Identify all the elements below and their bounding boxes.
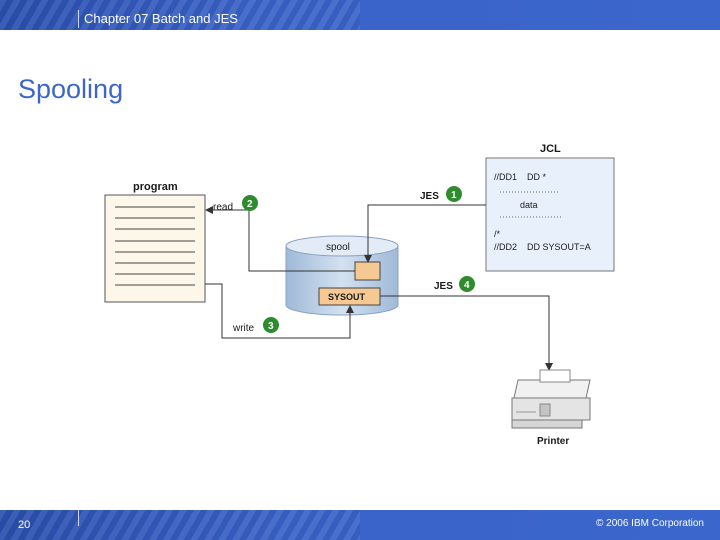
jcl-line-end: /* bbox=[494, 229, 501, 239]
step-1-label: JES bbox=[420, 191, 439, 202]
footer-bar bbox=[0, 510, 720, 540]
read-2-arrow bbox=[205, 206, 355, 272]
jcl-line-data: data bbox=[520, 200, 538, 210]
jcl-box: //DD1 DD * data /* //DD2 DD SYSOUT=A bbox=[485, 157, 615, 272]
header-bar bbox=[0, 0, 720, 30]
printer-label: Printer bbox=[537, 436, 569, 447]
step-1-badge bbox=[446, 186, 462, 202]
spool-input-dataset bbox=[354, 261, 381, 281]
printer-icon bbox=[511, 369, 591, 429]
step-2-label: read bbox=[213, 202, 233, 213]
sysout-label: SYSOUT bbox=[328, 292, 366, 302]
jcl-line-dd2: //DD2 DD SYSOUT=A bbox=[494, 242, 591, 252]
header-divider bbox=[78, 10, 79, 28]
footer-texture bbox=[0, 510, 360, 540]
header-texture bbox=[0, 0, 360, 30]
jes-4-arrow bbox=[380, 295, 553, 371]
spool-label: spool bbox=[326, 242, 350, 253]
slide-title: Spooling bbox=[18, 74, 124, 104]
step-3-badge bbox=[263, 317, 279, 333]
step-3-label: write bbox=[232, 323, 255, 334]
jcl-label: JCL bbox=[540, 143, 561, 155]
step-2-badge bbox=[242, 195, 258, 211]
write-3-arrow bbox=[205, 283, 354, 339]
jcl-line-dd1: //DD1 DD * bbox=[494, 172, 547, 182]
header-title: Chapter 07 Batch and JES bbox=[84, 11, 238, 26]
copyright: © 2006 IBM Corporation bbox=[596, 518, 704, 529]
step-1-number: 1 bbox=[451, 190, 457, 201]
step-2-number: 2 bbox=[247, 199, 253, 210]
page-number: 20 bbox=[18, 519, 31, 531]
program-label: program bbox=[133, 181, 178, 193]
program-box bbox=[104, 194, 206, 303]
step-4-label: JES bbox=[434, 281, 453, 292]
step-3-number: 3 bbox=[268, 321, 274, 332]
step-4-badge bbox=[459, 276, 475, 292]
footer-divider bbox=[78, 510, 79, 526]
jes-1-arrow bbox=[364, 204, 486, 263]
step-4-number: 4 bbox=[464, 280, 470, 291]
